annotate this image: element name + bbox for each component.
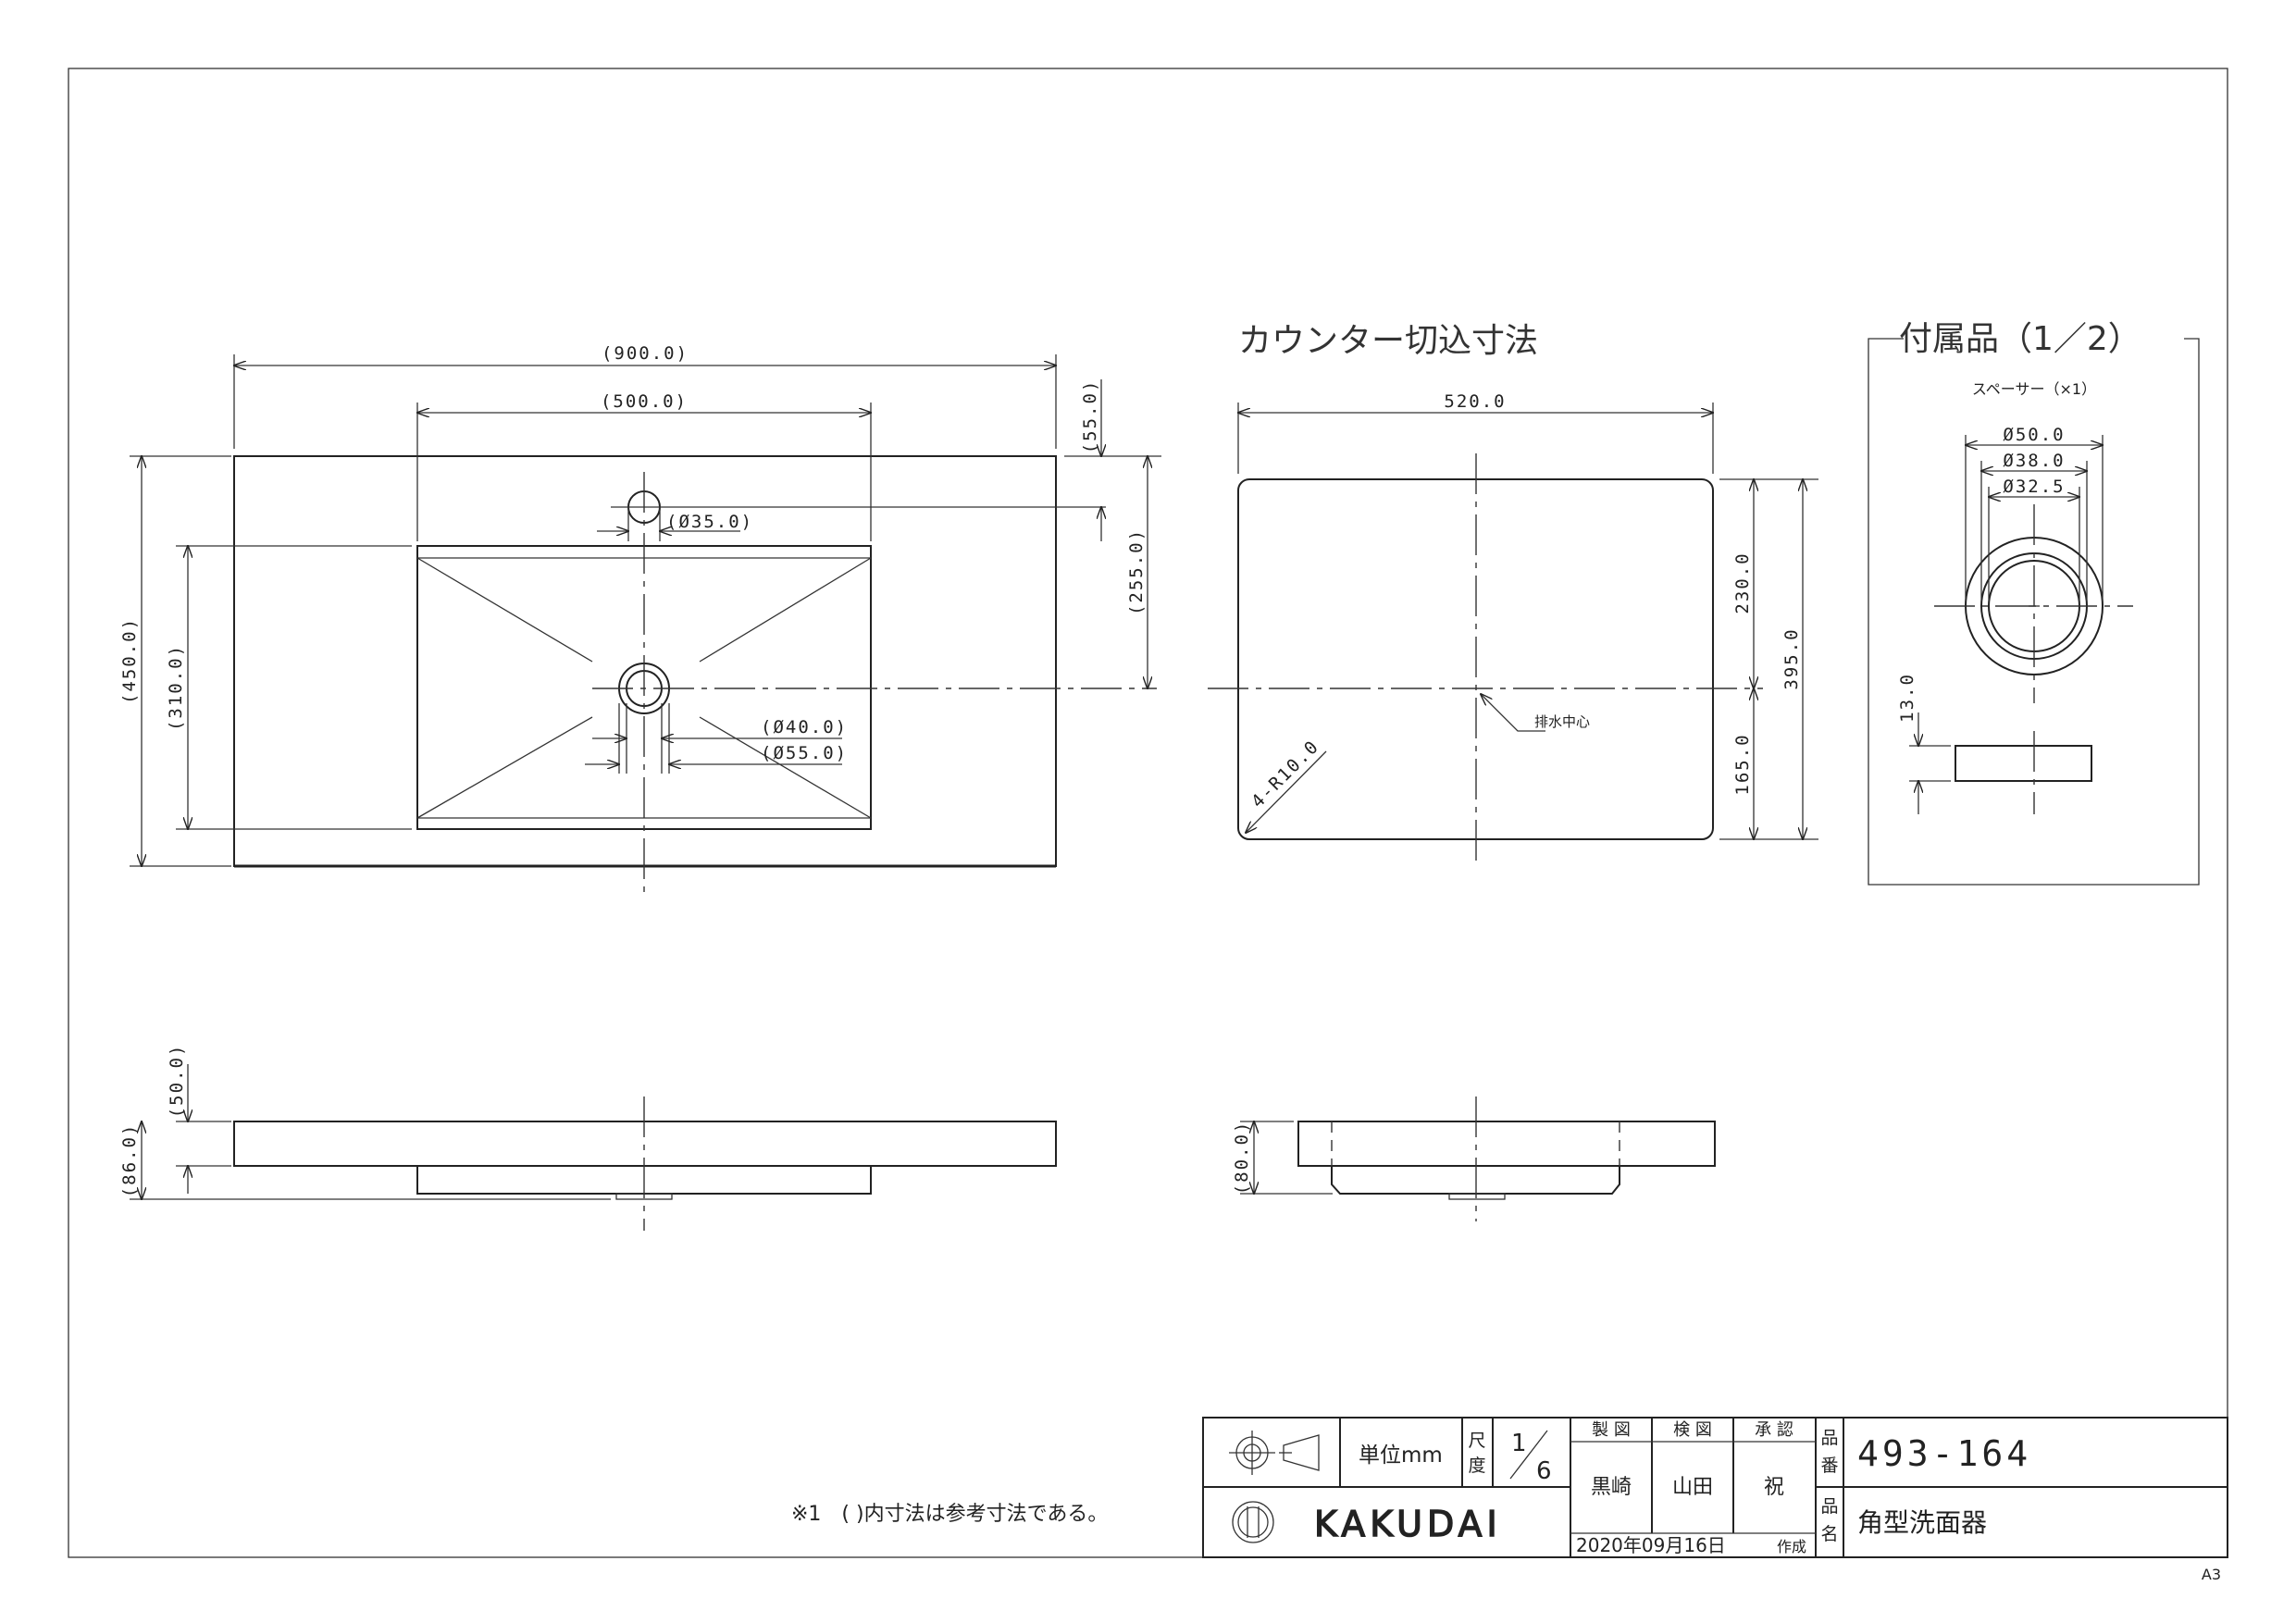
dim-width-overall: (900.0)	[602, 343, 689, 364]
spacer-side	[1955, 745, 2092, 782]
basin-outline	[233, 455, 1057, 867]
dim-spacer-thickness: 13.0	[1897, 673, 1917, 723]
top-view: (900.0) (500.0) (450.0) (310.0) (55.0) (…	[119, 343, 1161, 893]
checked-header: 検 図	[1673, 1420, 1712, 1440]
part-no-label-2: 番	[1820, 1456, 1838, 1476]
dim-cutout-front: 230.0	[1732, 551, 1753, 613]
approved-by: 祝	[1764, 1476, 1784, 1499]
dim-bowl-depth: (310.0)	[166, 644, 186, 731]
dim-drain-offset: (255.0)	[1126, 528, 1147, 615]
dim-cutout-width: 520.0	[1444, 391, 1506, 412]
dim-spacer-outer: Ø50.0	[2003, 425, 2065, 445]
scale-label: 尺	[1468, 1431, 1485, 1451]
sheet-size: A3	[2202, 1566, 2221, 1583]
checked-by: 山田	[1672, 1476, 1713, 1499]
accessories-panel: 付属品（1／2） スペーサー（×1） Ø50.0 Ø38.0 Ø32.5 13.…	[1868, 320, 2200, 886]
accessories-title: 付属品（1／2）	[1899, 320, 2141, 358]
dim-drain-outer: (Ø55.0)	[761, 743, 848, 763]
dim-corner-radius: 4-R10.0	[1247, 736, 1323, 812]
projection-symbol-icon	[1229, 1431, 1320, 1475]
drain-center-label: 排水中心	[1534, 713, 1590, 730]
approved-header: 承 認	[1755, 1420, 1793, 1440]
company-name: KAKUDAI	[1314, 1504, 1502, 1544]
spacer-label: スペーサー（×1）	[1972, 380, 2096, 398]
date-created: 2020年09月16日	[1576, 1534, 1726, 1556]
drawn-by: 黒崎	[1591, 1476, 1632, 1499]
title-block: 単位mm 尺 度 1 6 製 図 検 図 承 認 黒崎 山田 祝 2020年09…	[1202, 1417, 2228, 1558]
sheet-border	[68, 68, 2228, 1558]
name-label-1: 品	[1820, 1496, 1838, 1517]
drawn-header: 製 図	[1592, 1420, 1631, 1440]
dim-spacer-mid: Ø38.0	[2003, 451, 2065, 471]
unit-label: 単位mm	[1359, 1443, 1443, 1468]
cutout-title: カウンター切込寸法	[1238, 322, 1538, 360]
dim-bowl-width: (500.0)	[601, 391, 688, 412]
dim-cutout-side-height: (80.0)	[1232, 1121, 1252, 1196]
date-suffix: 作成	[1777, 1538, 1806, 1555]
part-number: 493-164	[1857, 1433, 2031, 1474]
dim-cutout-back: 165.0	[1732, 733, 1753, 795]
side-view: (50.0) (86.0)	[119, 1044, 1057, 1231]
side-slab	[233, 1121, 1057, 1167]
dim-cutout-depth: 395.0	[1781, 627, 1802, 689]
counter-cutout-view: カウンター切込寸法 520.0 230.0 165.0 395.0 4-R10.…	[1208, 322, 1818, 865]
scale-label-2: 度	[1468, 1456, 1485, 1476]
dim-side-thickness: (50.0)	[167, 1044, 187, 1119]
dim-faucet-hole: (Ø35.0)	[666, 512, 753, 532]
name-label-2: 名	[1820, 1524, 1838, 1544]
product-name: 角型洗面器	[1857, 1507, 1987, 1538]
reference-note: ※1 ( )内寸法は参考寸法である。	[791, 1503, 1108, 1526]
dim-faucet-offset: (55.0)	[1080, 379, 1100, 454]
scale-numerator: 1	[1511, 1430, 1527, 1457]
kakudai-logo: KAKUDAI	[1232, 1501, 1502, 1545]
scale-denominator: 6	[1536, 1457, 1552, 1485]
part-no-label-1: 品	[1820, 1428, 1838, 1448]
dim-depth-overall: (450.0)	[119, 617, 140, 704]
cutout-side-slab	[1297, 1121, 1716, 1167]
dim-drain-inner: (Ø40.0)	[761, 717, 848, 737]
dim-side-total: (86.0)	[119, 1123, 140, 1198]
dim-spacer-inner: Ø32.5	[2003, 477, 2065, 497]
cutout-side-view: (80.0)	[1232, 1096, 1716, 1221]
